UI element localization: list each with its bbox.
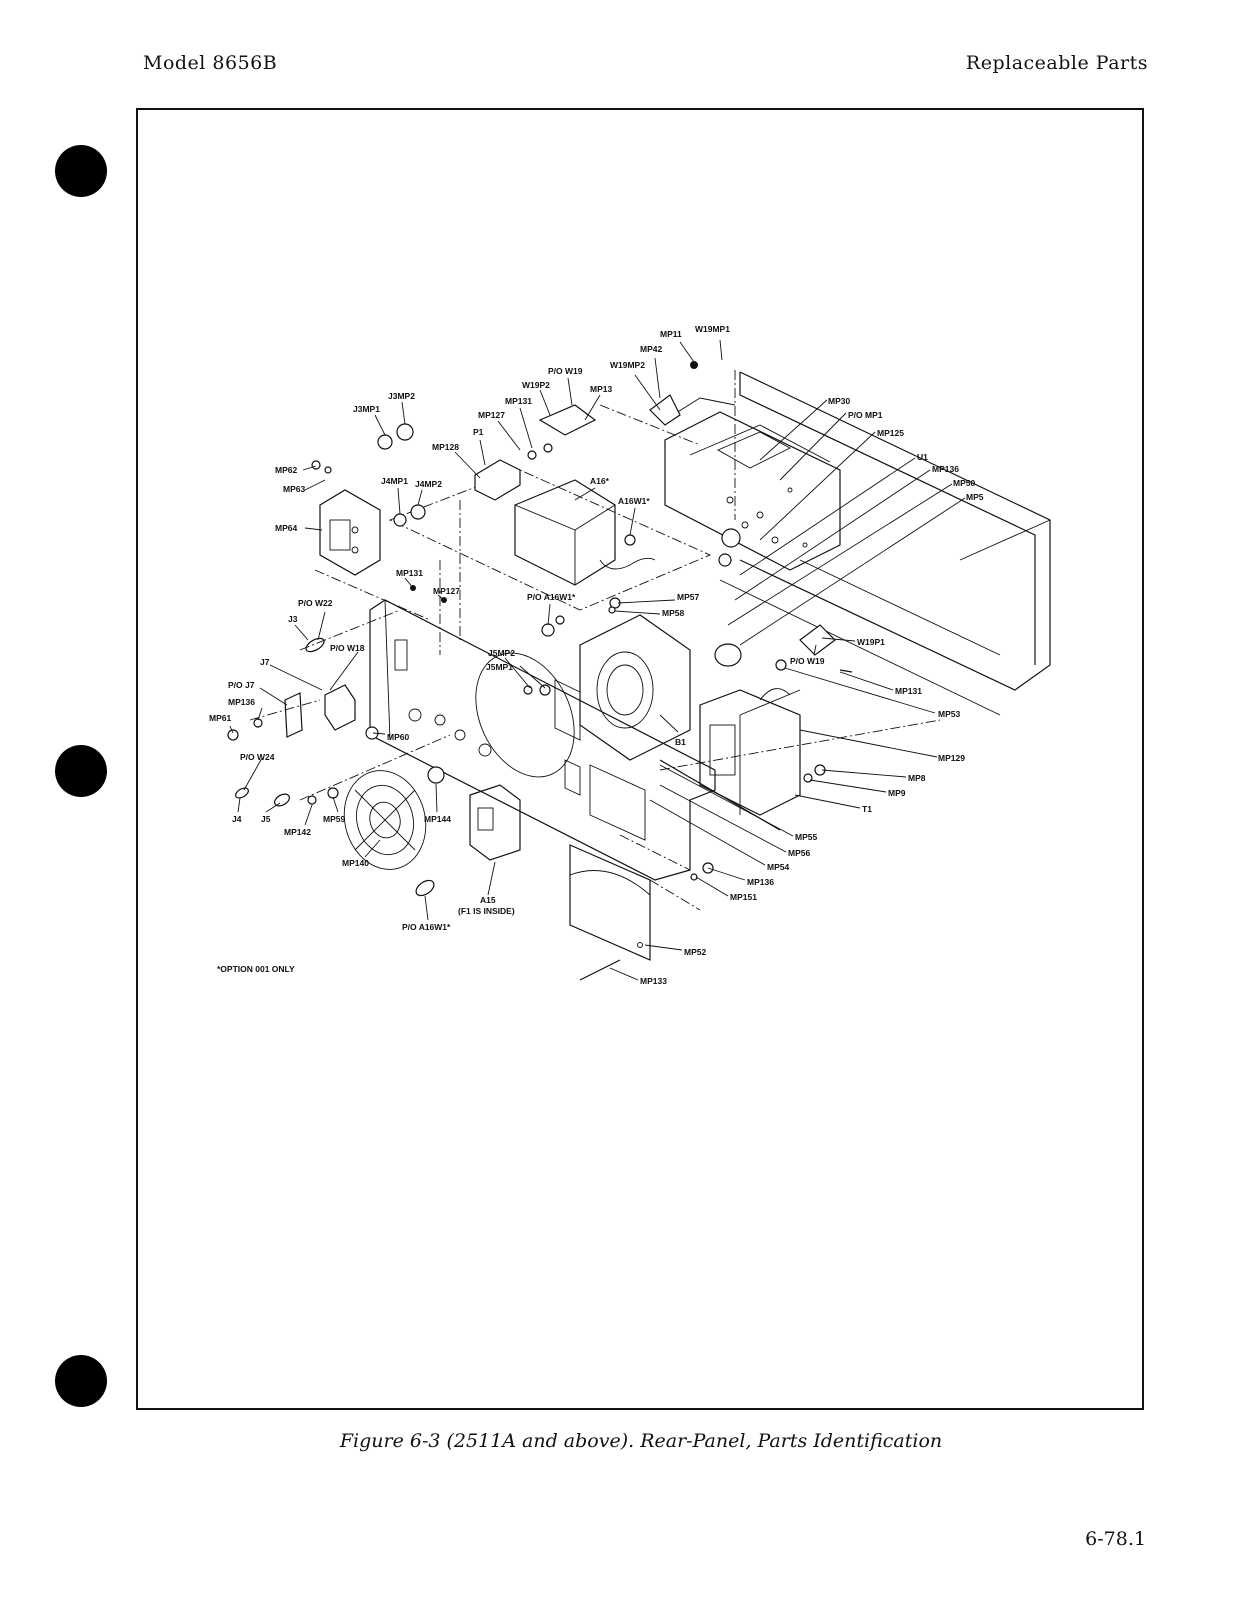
page-number: 6-78.1 <box>1085 1528 1146 1550</box>
callout-label: MP59 <box>323 814 345 824</box>
callout-label: W19P2 <box>522 380 550 390</box>
callout-label: MP129 <box>938 753 965 763</box>
callout-label: MP127 <box>478 410 505 420</box>
callout-label: J5MP2 <box>488 648 515 658</box>
callout-label: J5 <box>261 814 271 824</box>
option-note: *OPTION 001 ONLY <box>217 964 295 974</box>
callout-label: W19P1 <box>857 637 885 647</box>
callout-label: W19MP2 <box>610 360 645 370</box>
callout-label: MP11 <box>660 329 682 339</box>
callout-label: MP62 <box>275 465 297 475</box>
callout-label: P1 <box>473 427 484 437</box>
callout-label: J5MP1 <box>486 662 513 672</box>
callout-label: J4MP1 <box>381 476 408 486</box>
punch-hole <box>55 745 107 797</box>
callout-label: MP56 <box>788 848 810 858</box>
figure-caption: Figure 6-3 (2511A and above). Rear-Panel… <box>339 1430 943 1452</box>
callout-label: MP50 <box>953 478 975 488</box>
callout-label: MP13 <box>590 384 612 394</box>
callout-label: P/O W18 <box>330 643 365 653</box>
hardware-parts <box>227 361 853 981</box>
callout-label: MP64 <box>275 523 297 533</box>
callout-label: MP136 <box>228 697 255 707</box>
callout-label: MP30 <box>828 396 850 406</box>
callout-label: MP144 <box>424 814 451 824</box>
callout-label: MP131 <box>396 568 423 578</box>
power-module-a15 <box>469 784 521 861</box>
callout-label: J3MP1 <box>353 404 380 414</box>
callout-label: T1 <box>862 804 872 814</box>
callout-label: J4 <box>232 814 242 824</box>
punch-hole <box>55 1355 107 1407</box>
callout-label: MP136 <box>932 464 959 474</box>
fan-guard <box>343 770 427 870</box>
callout-label: J3 <box>288 614 298 624</box>
transformer-t1 <box>699 688 801 816</box>
callout-label: MP60 <box>387 732 409 742</box>
callout-label: J4MP2 <box>415 479 442 489</box>
callout-label: MP53 <box>938 709 960 719</box>
callout-label: (F1 IS INSIDE) <box>458 906 515 916</box>
callout-label: MP8 <box>908 773 926 783</box>
callout-label: MP58 <box>662 608 684 618</box>
callout-labels: MP11 W19MP1 MP42 W19MP2 P/O W19 W19P2 MP… <box>209 324 984 986</box>
leader-lines <box>229 339 966 981</box>
callout-label: W19MP1 <box>695 324 730 334</box>
callout-label: P/O W24 <box>240 752 275 762</box>
fan-b1 <box>579 614 691 761</box>
callout-label: MP55 <box>795 832 817 842</box>
callout-label: P/O A16W1* <box>402 922 451 932</box>
callout-label: MP61 <box>209 713 231 723</box>
callout-label: U1 <box>917 452 928 462</box>
callout-label: MP142 <box>284 827 311 837</box>
callout-label: MP57 <box>677 592 699 602</box>
callout-label: MP133 <box>640 976 667 986</box>
bracket-mp64 <box>319 489 381 576</box>
callout-label: P/O J7 <box>228 680 255 690</box>
callout-label: P/O W19 <box>790 656 825 666</box>
callout-label: B1 <box>675 737 686 747</box>
header-model: Model 8656B <box>143 52 278 74</box>
callout-label: J7 <box>260 657 270 667</box>
callout-label: A15 <box>480 895 496 905</box>
callout-label: MP52 <box>684 947 706 957</box>
callout-label: MP5 <box>966 492 984 502</box>
callout-label: MP63 <box>283 484 305 494</box>
callout-label: MP131 <box>505 396 532 406</box>
punch-hole <box>55 145 107 197</box>
chassis-outline <box>664 371 1051 716</box>
callout-label: A16W1* <box>618 496 650 506</box>
callout-label: MP42 <box>640 344 662 354</box>
callout-label: P/O A16W1* <box>527 592 576 602</box>
callout-label: MP151 <box>730 892 757 902</box>
callout-label: MP140 <box>342 858 369 868</box>
callout-label: MP136 <box>747 877 774 887</box>
assembly-lines <box>249 370 941 911</box>
cover-plate <box>569 844 651 961</box>
callout-label: MP125 <box>877 428 904 438</box>
callout-label: MP127 <box>433 586 460 596</box>
callout-label: J3MP2 <box>388 391 415 401</box>
rear-panel <box>369 599 716 881</box>
callout-label: P/O W22 <box>298 598 333 608</box>
figure-frame <box>136 108 1144 1410</box>
callout-label: MP54 <box>767 862 789 872</box>
callout-label: P/O W19 <box>548 366 583 376</box>
callout-label: A16* <box>590 476 610 486</box>
callout-label: P/O MP1 <box>848 410 883 420</box>
callout-label: MP128 <box>432 442 459 452</box>
header-section: Replaceable Parts <box>965 52 1148 74</box>
callout-label: MP131 <box>895 686 922 696</box>
callout-label: MP9 <box>888 788 906 798</box>
